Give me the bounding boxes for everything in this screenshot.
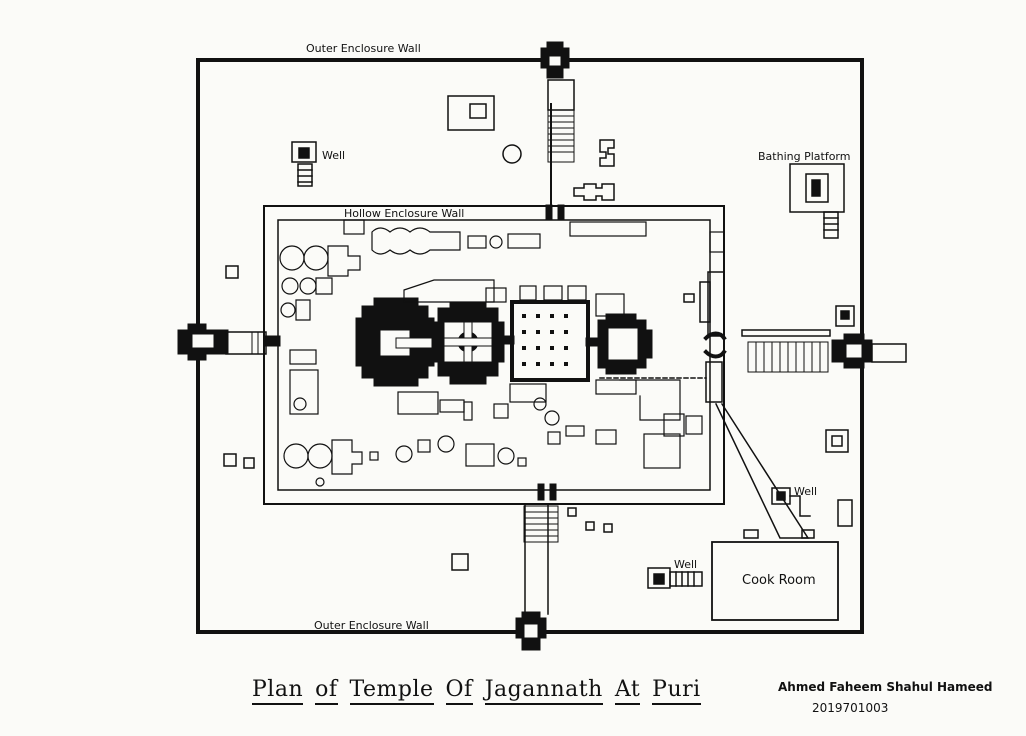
label-bathing-platform: Bathing Platform — [758, 150, 851, 163]
title-word: Of — [445, 677, 473, 705]
east-gate — [831, 333, 873, 369]
label-outer-wall-bottom: Outer Enclosure Wall — [314, 619, 429, 632]
label-outer-wall-top: Outer Enclosure Wall — [306, 42, 421, 55]
bathing-platform-drawing — [789, 163, 845, 239]
south-steps — [523, 505, 559, 543]
title-word: Jagannath — [484, 677, 603, 705]
well-e-drawing — [771, 487, 811, 517]
bhogamandapa — [597, 313, 653, 375]
label-well-e: Well — [794, 485, 818, 498]
natamandira — [510, 300, 590, 382]
jagamohana — [431, 301, 505, 385]
well-se-drawing — [647, 567, 703, 589]
outer-enclosure-wall — [196, 58, 864, 634]
label-well-nw: Well — [322, 149, 346, 162]
north-steps — [547, 109, 575, 163]
title-word: Puri — [652, 677, 701, 705]
south-gate — [515, 611, 547, 651]
author-name: Ahmed Faheem Shahul Hameed — [778, 680, 993, 694]
label-well-se: Well — [674, 558, 698, 571]
label-hollow-wall: Hollow Enclosure Wall — [344, 207, 465, 220]
title-word: of — [315, 677, 338, 705]
well-nw-drawing — [291, 141, 317, 187]
north-gate — [540, 41, 570, 79]
title-word: Temple — [349, 677, 434, 705]
roll-number: 2019701003 — [812, 701, 889, 715]
cook-room — [711, 541, 839, 621]
east-steps — [747, 341, 829, 373]
west-gate — [177, 323, 229, 361]
title-word: Plan — [252, 677, 304, 705]
label-cook-room: Cook Room — [742, 573, 816, 588]
title-word: At — [614, 677, 641, 705]
main-sanctum — [355, 297, 435, 387]
